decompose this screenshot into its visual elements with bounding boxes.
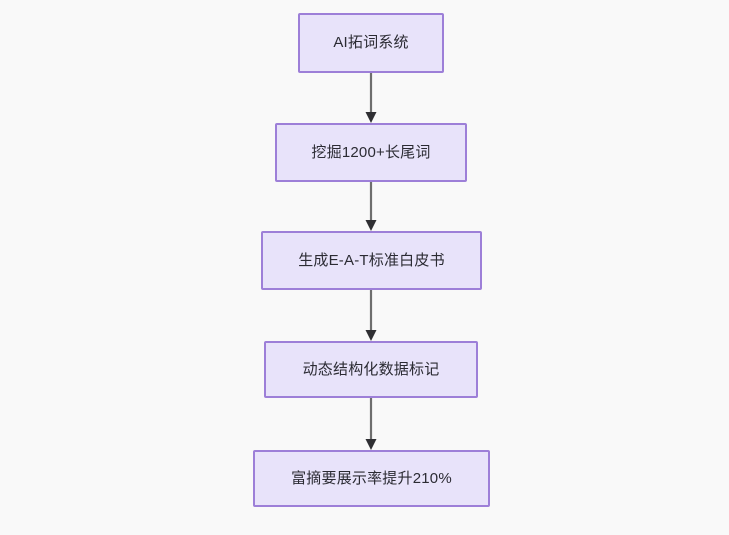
edge-n2-n3	[365, 182, 377, 231]
arrowhead-icon	[365, 112, 377, 123]
edge-n1-n2	[365, 73, 377, 123]
flow-node-eat-whitepaper[interactable]: 生成E-A-T标准白皮书	[261, 231, 482, 290]
edge-n3-n4	[365, 290, 377, 341]
arrowhead-icon	[365, 330, 377, 341]
edge-n4-n5	[365, 398, 377, 450]
flow-node-ai-keyword-system[interactable]: AI拓词系统	[298, 13, 444, 73]
arrowhead-icon	[365, 439, 377, 450]
arrowhead-icon	[365, 220, 377, 231]
flow-node-longtail-mining[interactable]: 挖掘1200+长尾词	[275, 123, 467, 182]
flow-node-rich-snippet-result[interactable]: 富摘要展示率提升210%	[253, 450, 490, 507]
flow-node-structured-data-markup[interactable]: 动态结构化数据标记	[264, 341, 478, 398]
